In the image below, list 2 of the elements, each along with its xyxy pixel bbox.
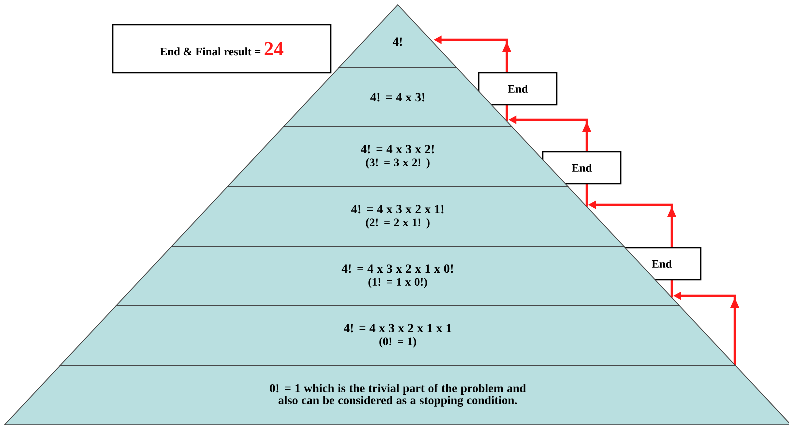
result-box: End & Final result = 24 [112, 24, 332, 74]
edge-label: End [478, 72, 558, 106]
